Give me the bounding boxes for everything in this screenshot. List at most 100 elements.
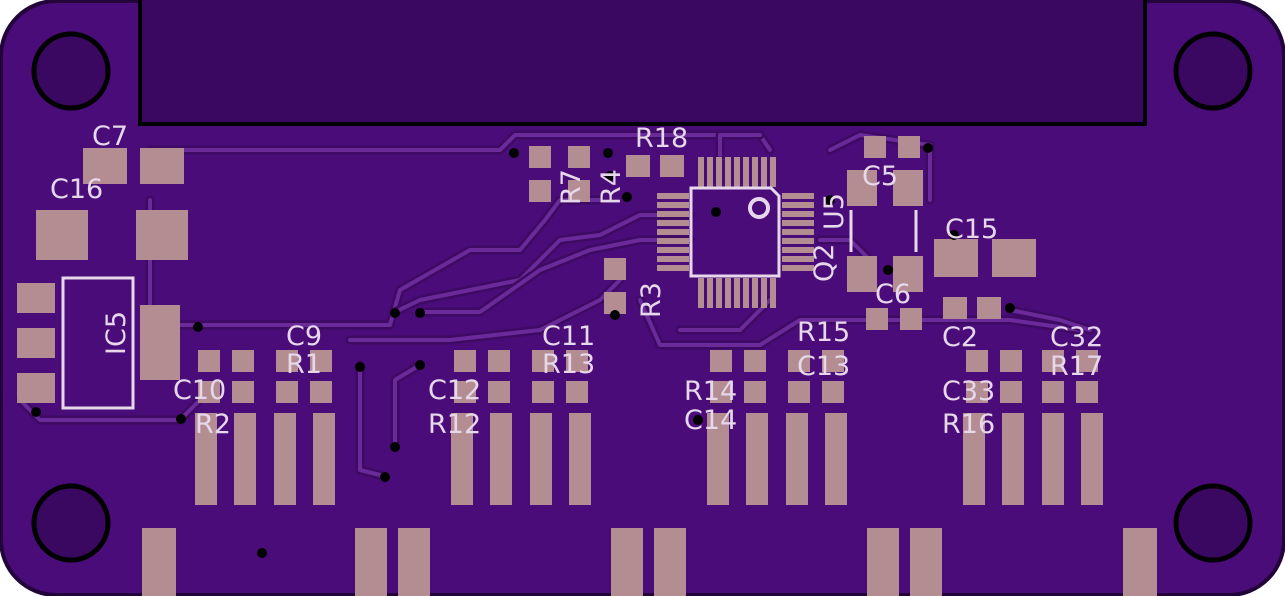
copper-traces xyxy=(15,130,1095,480)
pad xyxy=(232,381,254,403)
label-c16: C16 xyxy=(50,174,103,205)
pad xyxy=(864,136,886,158)
connector-pad xyxy=(398,528,430,596)
label-c9: C9 xyxy=(286,321,322,352)
pad xyxy=(488,381,510,403)
pad xyxy=(530,413,552,505)
pad xyxy=(963,413,985,505)
connector-pad xyxy=(355,528,387,596)
silkscreen-labels: C7 C16 IC5 R18 R7 R4 R3 U5 C5 Q2 C6 C15 … xyxy=(50,121,1103,440)
pad xyxy=(710,381,732,403)
pad xyxy=(532,350,554,372)
pad xyxy=(1042,413,1064,505)
pad xyxy=(17,283,55,313)
pad xyxy=(744,350,766,372)
label-u5: U5 xyxy=(819,193,850,230)
label-r16: R16 xyxy=(942,409,995,440)
pad xyxy=(893,170,923,206)
pad xyxy=(746,413,768,505)
pad xyxy=(992,239,1036,277)
pad xyxy=(488,350,510,372)
pad xyxy=(900,308,922,330)
u5-top-pins xyxy=(698,157,776,187)
pad xyxy=(744,381,766,403)
pad xyxy=(454,350,476,372)
pad xyxy=(83,148,127,184)
label-r13: R13 xyxy=(542,349,595,380)
label-r7: R7 xyxy=(556,169,587,205)
pad xyxy=(898,136,920,158)
pad xyxy=(232,350,254,372)
label-ic5: IC5 xyxy=(101,311,132,355)
label-c10: C10 xyxy=(173,375,226,406)
pad xyxy=(276,381,298,403)
pad xyxy=(710,350,732,372)
pad xyxy=(847,256,877,292)
label-c15: C15 xyxy=(945,214,998,245)
pad xyxy=(136,210,188,260)
pad xyxy=(1081,413,1103,505)
label-c33: C33 xyxy=(942,376,995,407)
pad xyxy=(1042,350,1064,372)
pad xyxy=(566,381,588,403)
label-c11: C11 xyxy=(542,321,595,352)
mounting-hole-top-right xyxy=(1173,31,1253,111)
label-c13: C13 xyxy=(797,351,850,382)
pad xyxy=(1076,350,1098,372)
label-c14: C14 xyxy=(684,405,737,436)
pad xyxy=(707,413,729,505)
pad xyxy=(1042,381,1064,403)
label-r17: R17 xyxy=(1050,351,1103,382)
ic5-outline xyxy=(61,276,135,410)
pad xyxy=(36,210,88,260)
pad xyxy=(822,350,844,372)
pad xyxy=(310,350,332,372)
label-r12: R12 xyxy=(428,409,481,440)
label-c12: C12 xyxy=(428,375,481,406)
pad xyxy=(529,180,551,202)
pad xyxy=(604,258,626,280)
pad xyxy=(866,308,888,330)
pad xyxy=(17,373,55,403)
pad xyxy=(788,381,810,403)
pad xyxy=(825,413,847,505)
pad xyxy=(451,413,473,505)
pad xyxy=(626,155,650,177)
pad xyxy=(893,256,923,292)
pad xyxy=(17,328,55,358)
u5-bottom-pins xyxy=(698,278,776,308)
pad xyxy=(943,297,967,319)
pad xyxy=(568,180,590,202)
pad xyxy=(966,381,988,403)
pad xyxy=(966,350,988,372)
pad xyxy=(234,413,256,505)
connector-pad xyxy=(1123,528,1157,596)
pad xyxy=(274,413,296,505)
label-r1: R1 xyxy=(286,349,322,380)
pad xyxy=(934,239,978,277)
connector-pad xyxy=(867,528,899,596)
pad xyxy=(1000,381,1022,403)
mounting-hole-bottom-right xyxy=(1173,483,1253,563)
pad xyxy=(569,413,591,505)
pad xyxy=(276,350,298,372)
pad xyxy=(604,292,626,314)
pad xyxy=(1076,381,1098,403)
pad xyxy=(1000,350,1022,372)
label-r14: R14 xyxy=(684,376,737,407)
label-r15: R15 xyxy=(797,317,850,348)
label-c7: C7 xyxy=(92,121,128,152)
connector-pad xyxy=(910,528,942,596)
pad xyxy=(529,146,551,168)
label-r18: R18 xyxy=(635,123,688,154)
pad xyxy=(195,413,217,505)
pad xyxy=(1002,413,1024,505)
pad xyxy=(490,413,512,505)
mounting-holes xyxy=(31,31,1253,563)
pad xyxy=(822,381,844,403)
u5-outline xyxy=(689,186,781,278)
pad xyxy=(140,305,180,380)
label-q2: Q2 xyxy=(809,244,840,282)
vias xyxy=(31,143,1015,558)
label-r3: R3 xyxy=(636,282,667,318)
